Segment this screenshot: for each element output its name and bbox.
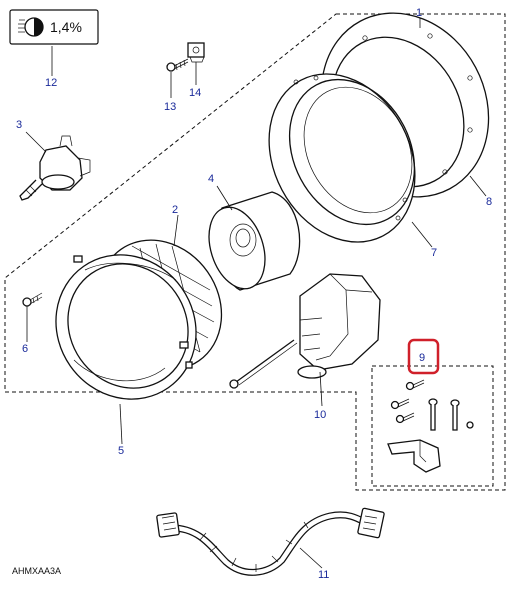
- callout-13: 13: [164, 101, 176, 113]
- reference-code: AHMXAA3A: [12, 566, 61, 576]
- callout-9[interactable]: 9: [419, 352, 425, 364]
- callout-6: 6: [22, 343, 28, 355]
- leader-lines: [25, 18, 487, 569]
- clip-nut-14: [187, 42, 205, 63]
- callout-11: 11: [318, 569, 329, 581]
- callout-12: 12: [45, 77, 57, 89]
- callout-14: 14: [189, 87, 201, 99]
- callout-5: 5: [118, 445, 124, 457]
- headlamp-icon: [18, 17, 44, 37]
- callout-9-highlight[interactable]: 9: [407, 338, 440, 375]
- callout-3: 3: [16, 119, 22, 131]
- bulb-3: [19, 135, 91, 201]
- callout-1: 1: [416, 7, 422, 19]
- callout-10: 10: [314, 409, 326, 421]
- assembly-boundary: [4, 13, 506, 491]
- callout-8: 8: [486, 196, 492, 208]
- headlamp-levelling-badge: 1,4%: [9, 9, 99, 45]
- dust-cover-4: [208, 191, 301, 291]
- wiring-harness-11: [156, 507, 385, 576]
- housing-bowl-7: [268, 73, 416, 243]
- levelling-actuator-10: [229, 273, 381, 389]
- trim-ring-5: [55, 254, 197, 400]
- fixing-kit-box: [371, 365, 494, 487]
- screw-13: [166, 58, 189, 72]
- callout-2: 2: [172, 204, 178, 216]
- fixing-kit-9: [387, 379, 474, 473]
- callout-7: 7: [431, 247, 437, 259]
- levelling-value: 1,4%: [50, 19, 82, 35]
- callout-4: 4: [208, 173, 214, 185]
- screw-6: [22, 292, 43, 307]
